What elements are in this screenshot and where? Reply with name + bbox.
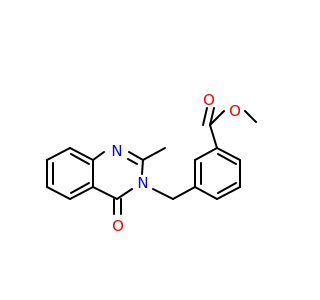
bond-n1-c8a (92, 151, 105, 161)
bond-ring-1 (194, 147, 218, 161)
bond-ring-6-inner (217, 153, 237, 165)
bond-benz-1 (69, 147, 94, 161)
molecule-canvas: O O N N O (46, 91, 257, 235)
bond-ring-6 (216, 147, 241, 161)
bond-c4a-c4 (92, 186, 118, 200)
bond-carbonyl-double-a (209, 107, 215, 126)
bond-benz-2 (46, 147, 71, 161)
bond-c4-n3 (116, 188, 133, 200)
bond-benz-5-inner (70, 182, 90, 194)
bond-c2-n1-inner (127, 158, 138, 165)
bond-benz-1-inner (70, 153, 90, 165)
atom-label-o-ester: O (229, 102, 241, 120)
bond-ring-4 (216, 186, 241, 200)
atom-label-o-carbonyl: O (203, 91, 215, 109)
bond-carbonyl-double-b (202, 107, 208, 126)
bond-layer (46, 107, 257, 215)
bond-ring-ch2 (172, 186, 196, 200)
bond-ring-3 (194, 186, 218, 200)
atom-label-n3: N (137, 174, 148, 192)
atom-label-n1: N (111, 142, 122, 160)
atom-label-o-quinazolinone: O (112, 217, 124, 235)
bond-carbonyl-ring (209, 124, 218, 149)
molecule-structure: O O N N O (46, 91, 257, 235)
bond-o-carbonyl-c (209, 110, 225, 126)
atom-label-layer: O O N N O (111, 91, 241, 235)
bond-ch2-n3 (152, 188, 174, 200)
bond-c2-methyl (142, 147, 166, 161)
bond-benz-5 (69, 186, 94, 200)
bond-n3-c2 (141, 159, 144, 175)
bond-methyl-o (244, 110, 257, 123)
bond-benz-4 (46, 186, 71, 200)
bond-c2-n1 (128, 151, 144, 161)
bond-ring-4-inner (217, 182, 237, 194)
